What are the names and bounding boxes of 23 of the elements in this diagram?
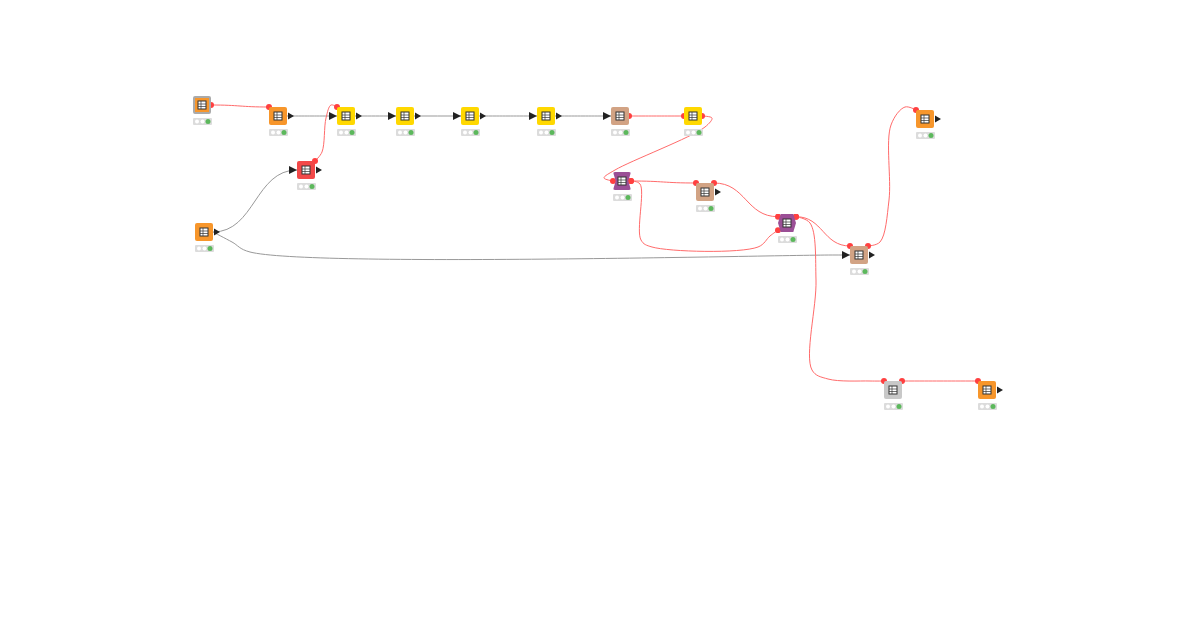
connector: [603, 113, 713, 184]
workflow-node: [396, 107, 414, 125]
workflow-node: [884, 381, 902, 399]
workflow-node: [850, 246, 868, 264]
workflow-node: [611, 107, 629, 125]
workflow-node: [195, 223, 213, 241]
workflow-node: [337, 107, 355, 125]
workflow-node: [778, 214, 796, 232]
connector: [312, 104, 340, 164]
workflow-node: [461, 107, 479, 125]
workflow-node: [696, 183, 714, 201]
connector: [865, 106, 919, 249]
workflow-node: [613, 172, 631, 190]
workflow-node: [537, 107, 555, 125]
workflow-node: [978, 381, 996, 399]
workflow-node: [916, 110, 934, 128]
workflow-node: [297, 161, 315, 179]
connector: [711, 180, 781, 220]
workflow-node: [269, 107, 287, 125]
workflow-node: [193, 96, 211, 114]
connector: [628, 178, 781, 252]
connector: [899, 378, 981, 384]
workflow-node: [684, 107, 702, 125]
